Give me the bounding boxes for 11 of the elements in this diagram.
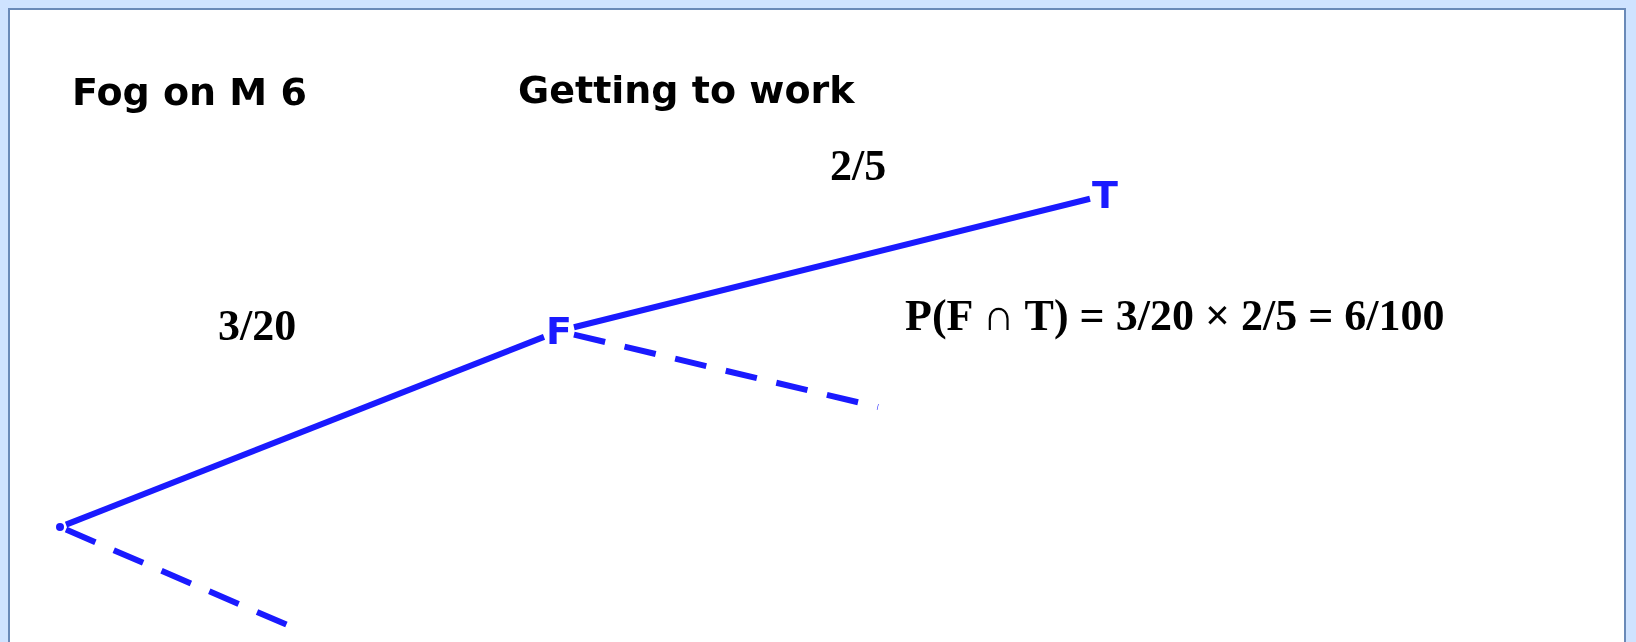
title: Getting to work bbox=[518, 68, 855, 112]
heading-text: Fog on M 6 bbox=[72, 70, 307, 114]
outcome-label: T bbox=[1092, 176, 1118, 214]
branch-line bbox=[573, 195, 1091, 331]
branch-line bbox=[64, 334, 546, 528]
branch-point bbox=[56, 523, 64, 531]
outcome-label: F bbox=[546, 312, 572, 350]
edge-label: 2/5 bbox=[830, 140, 887, 191]
probability-equation: P(F ∩ T) = 3/20 × 2/5 = 6/100 bbox=[905, 290, 1445, 341]
edge-label: 3/20 bbox=[218, 300, 297, 351]
dashed-branch bbox=[573, 331, 879, 410]
